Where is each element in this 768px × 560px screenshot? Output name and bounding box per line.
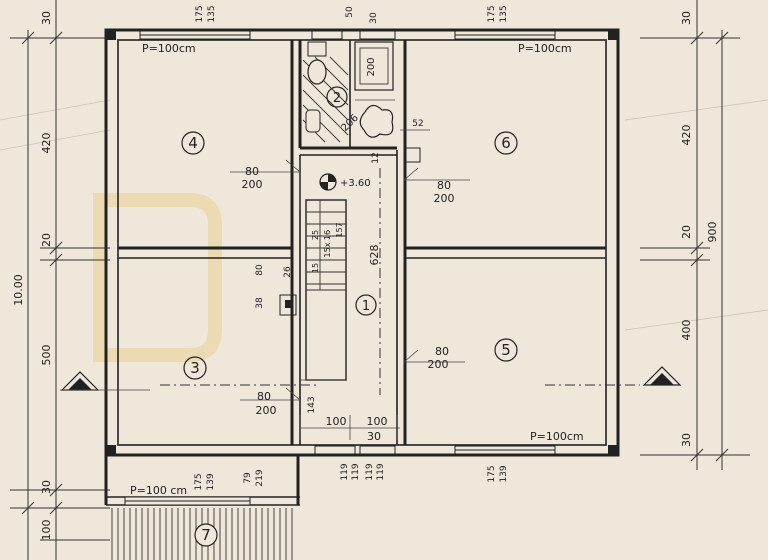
watermark [93,193,222,362]
door6-height: 200 [434,192,455,205]
left-dim-420: 420 [40,133,53,154]
right-dimension-chain [640,0,750,470]
top-label-mid-b: 30 [369,12,379,24]
right-dim-420: 420 [680,125,693,146]
corridor-length: 628 [368,245,381,266]
chimney-box [405,147,421,163]
stair-label-157: 157 [335,222,344,237]
top-label-left-b: 135 [207,5,217,22]
lower-dim-100-b: 100 [367,415,388,428]
bathroom-fixtures [302,41,395,143]
door5-width: 80 [435,345,449,358]
lower-dim-143: 143 [307,396,317,413]
stair-label-25: 25 [311,230,320,240]
top-label-right-b: 135 [499,5,509,22]
lower-dim-30: 30 [367,430,381,443]
room-2-label: 2 [333,91,341,106]
left-dim-100: 100 [40,520,53,541]
bathroom-dim-c: 12 [371,152,381,163]
left-dimension-chain [10,0,110,560]
bottom-label-4b: 139 [206,473,216,490]
bottom-label-3a: 175 [487,465,497,482]
bathroom-tub-dim: 200 [366,57,377,76]
room-3-label: 3 [190,359,200,377]
bottom-label-3b: 139 [499,465,509,482]
stair-label-15x: 15x [323,242,332,257]
window-label-top-right: P=100cm [518,42,572,55]
room-7-label: 7 [201,526,211,544]
door4-height: 200 [242,178,263,191]
stair-dim-26: 26 [283,266,293,278]
door4-width: 80 [245,165,259,178]
bottom-label-2b: 119 [376,463,386,480]
left-dim-500: 500 [40,345,53,366]
window-label-bottom-left: P=100 cm [130,484,187,497]
right-dim-400: 400 [680,320,693,341]
top-label-mid-a: 50 [345,6,355,18]
section-lines [160,168,640,395]
door-indicators [230,159,470,401]
room-4-label: 4 [188,134,198,152]
top-label-right-a: 175 [487,5,497,22]
elevation-marker [319,173,337,191]
window-label-top-left: P=100cm [142,42,196,55]
stair-label-16: 16 [323,230,332,240]
elevation-label: +3.60 [340,178,371,189]
bathroom-dim-b: 52 [412,119,423,129]
room-1-label: 1 [362,299,370,314]
right-dim-20: 20 [680,225,693,239]
stair-label-15: 15 [311,263,320,273]
stair-dim-38: 38 [255,297,265,309]
door6-width: 80 [437,179,451,192]
bottom-label-5b: 219 [255,469,265,486]
bottom-label-4a: 175 [194,473,204,490]
bottom-label-5a: 79 [243,472,253,484]
left-dim-total: 10.00 [12,274,25,306]
lower-dimension-lines [299,415,400,440]
left-dim-20: 20 [40,233,53,247]
door3-width: 80 [257,390,271,403]
bottom-label-1b: 119 [351,463,361,480]
right-dim-top: 30 [680,11,693,25]
door3-height: 200 [256,404,277,417]
bottom-label-1a: 119 [340,463,350,480]
door5-height: 200 [428,358,449,371]
section-marker-left [60,371,150,391]
lower-dim-100-a: 100 [326,415,347,428]
bottom-label-2a: 119 [365,463,375,480]
bathroom-dim-a: 206 [340,113,361,134]
terrace-hatch [111,508,293,560]
left-dim-top: 30 [40,11,53,25]
top-label-left-a: 175 [195,5,205,22]
room-5-label: 5 [501,341,511,359]
room-6-label: 6 [501,134,511,152]
right-dim-30: 30 [680,433,693,447]
room-circles [181,86,518,547]
section-marker-right [642,366,682,386]
window-label-bottom-right: P=100cm [530,430,584,443]
left-dim-30: 30 [40,480,53,494]
stair-dim-80: 80 [255,264,265,276]
windows [124,30,556,506]
interior-walls [118,40,606,445]
right-dim-900: 900 [706,222,719,243]
